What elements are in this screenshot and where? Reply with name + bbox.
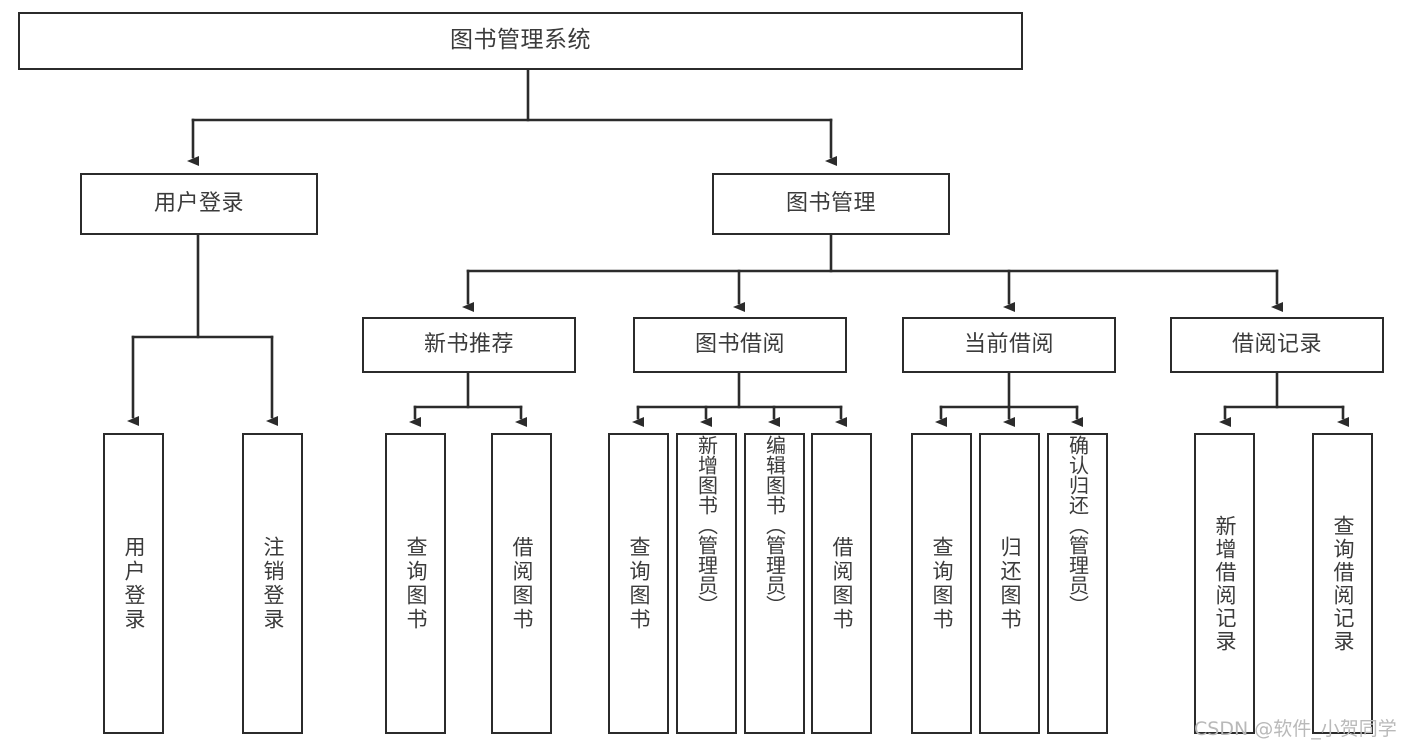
leaf-add-book-admin-label: 新增图书（管理员）: [694, 435, 719, 615]
node-root-system[interactable]: 图书管理系统: [18, 12, 1023, 70]
node-book-borrow-label: 图书借阅: [694, 332, 785, 358]
node-user-login[interactable]: 用户登录: [80, 173, 318, 235]
node-user-login-label: 用户登录: [153, 191, 244, 217]
node-book-borrow[interactable]: 图书借阅: [633, 317, 847, 373]
leaf-return-book-label: 归还图书: [998, 535, 1022, 632]
node-current-borrow[interactable]: 当前借阅: [902, 317, 1116, 373]
node-root-system-label: 图书管理系统: [450, 27, 591, 54]
node-book-manage-label: 图书管理: [785, 191, 876, 217]
leaf-borrow-book-recommend[interactable]: 借阅图书: [491, 433, 552, 734]
leaf-add-borrow-record-label: 新增借阅记录: [1213, 514, 1237, 653]
node-borrow-records[interactable]: 借阅记录: [1170, 317, 1384, 373]
leaf-logout[interactable]: 注销登录: [242, 433, 303, 734]
csdn-watermark: CSDN @软件_小贺同学: [1194, 718, 1397, 740]
leaf-query-book-recommend[interactable]: 查询图书: [385, 433, 446, 734]
leaf-add-borrow-record[interactable]: 新增借阅记录: [1194, 433, 1255, 734]
leaf-query-book-current[interactable]: 查询图书: [911, 433, 972, 734]
node-borrow-records-label: 借阅记录: [1231, 332, 1322, 358]
node-new-book-recommend[interactable]: 新书推荐: [362, 317, 576, 373]
leaf-edit-book-admin-label: 编辑图书（管理员）: [762, 435, 787, 615]
leaf-confirm-return-admin-label: 确认归还（管理员）: [1065, 435, 1090, 615]
leaf-add-book-admin[interactable]: 新增图书（管理员）: [676, 433, 737, 734]
leaf-edit-book-admin[interactable]: 编辑图书（管理员）: [744, 433, 805, 734]
leaf-query-borrow-record[interactable]: 查询借阅记录: [1312, 433, 1373, 734]
node-book-manage[interactable]: 图书管理: [712, 173, 950, 235]
node-new-book-recommend-label: 新书推荐: [423, 332, 514, 358]
leaf-user-login[interactable]: 用户登录: [103, 433, 164, 734]
leaf-user-login-label: 用户登录: [122, 535, 146, 632]
leaf-confirm-return-admin[interactable]: 确认归还（管理员）: [1047, 433, 1108, 734]
leaf-query-book-current-label: 查询图书: [930, 535, 954, 632]
leaf-borrow-book-borrow[interactable]: 借阅图书: [811, 433, 872, 734]
node-current-borrow-label: 当前借阅: [963, 332, 1054, 358]
leaf-borrow-book-borrow-label: 借阅图书: [830, 535, 854, 632]
leaf-return-book[interactable]: 归还图书: [979, 433, 1040, 734]
leaf-query-book-borrow-label: 查询图书: [627, 535, 651, 632]
leaf-logout-label: 注销登录: [261, 535, 285, 632]
leaf-query-borrow-record-label: 查询借阅记录: [1331, 514, 1355, 653]
leaf-query-book-borrow[interactable]: 查询图书: [608, 433, 669, 734]
leaf-query-book-recommend-label: 查询图书: [404, 535, 428, 632]
leaf-borrow-book-recommend-label: 借阅图书: [510, 535, 534, 632]
